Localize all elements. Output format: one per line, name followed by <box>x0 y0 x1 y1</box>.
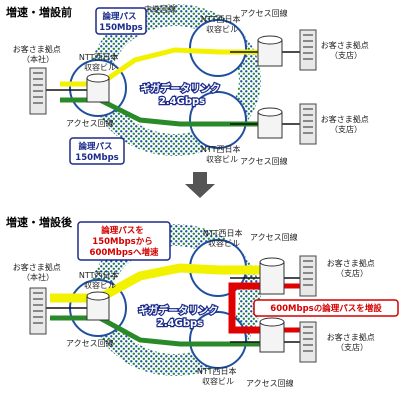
access-left-label-after: アクセス回線 <box>66 338 114 348</box>
branch-top-label: お客さま拠点 （支店） <box>321 40 372 60</box>
svg-text:論理パス 150Mbps: 論理パス 150Mbps <box>99 11 142 33</box>
section-before: 増速・増設前 <box>6 4 372 166</box>
ntt-left-label: NTT西日本 収容ビル <box>79 52 121 72</box>
building-branch-bottom-after <box>299 321 317 363</box>
ring-label: ギガデータリンク 2.4Gbps <box>140 82 223 107</box>
branch-bottom-label-after: お客さま拠点 （支店） <box>327 332 378 352</box>
relay-line-label: 中継回線 <box>144 4 176 14</box>
branch-top-label-after: お客さま拠点 （支店） <box>327 258 378 278</box>
access-bottom-label-after: アクセス回線 <box>246 378 294 388</box>
before-title: 増速・増設前 <box>6 5 72 19</box>
building-branch-top-after <box>299 255 317 297</box>
ring-label-after: ギガデータリンク 2.4Gbps <box>138 304 221 329</box>
router-top <box>257 35 283 67</box>
after-title: 増速・増設後 <box>6 215 73 229</box>
building-hq-after <box>29 287 47 335</box>
router-left <box>86 73 110 103</box>
building-hq <box>29 67 47 115</box>
hq-label: お客さま拠点 （本社） <box>13 44 64 64</box>
svg-text:論理パスを 150Mbpsから: 論理パスを 150Mbpsから 600Mbpsへ増速 <box>90 225 159 258</box>
router-bottom <box>257 107 283 139</box>
branch-bottom-label: お客さま拠点 （支店） <box>321 114 372 134</box>
speed-up-callout: 論理パスを 150Mbpsから 600Mbpsへ増速 <box>77 221 171 261</box>
ntt-bubble-bottom <box>189 91 247 149</box>
router-top-after <box>259 257 285 295</box>
access-bottom-label: アクセス回線 <box>240 156 288 166</box>
router-bottom-after <box>259 317 285 353</box>
section-after: 増速・増設後 <box>6 215 399 388</box>
logical-path-red-new <box>228 282 262 334</box>
ntt-bottom-label-after: NTT西日本 収容ビル <box>197 366 239 386</box>
hq-label-after: お客さま拠点 （本社） <box>13 262 64 282</box>
access-top-label: アクセス回線 <box>240 8 288 18</box>
add-path-callout: 600Mbpsの論理パスを増設 <box>253 299 399 317</box>
ntt-bottom-label: NTT西日本 収容ビル <box>201 144 243 164</box>
router-left-after <box>86 291 110 321</box>
ntt-left-label-after: NTT西日本 収容ビル <box>79 270 121 290</box>
svg-text:論理パス 150Mbps: 論理パス 150Mbps <box>75 141 118 163</box>
transition-arrow <box>185 172 215 198</box>
ntt-top-label-after: NTT西日本 収容ビル <box>203 228 245 248</box>
logical-path-callout-bottom: 論理パス 150Mbps <box>69 137 125 165</box>
building-branch-bottom <box>299 103 317 145</box>
access-left-label: アクセス回線 <box>66 118 114 128</box>
ntt-top-label: NTT西日本 収容ビル <box>201 14 243 34</box>
access-top-label-after: アクセス回線 <box>250 232 298 242</box>
logical-path-callout-top: 論理パス 150Mbps <box>95 7 147 35</box>
svg-text:600Mbpsの論理パスを増設: 600Mbpsの論理パスを増設 <box>270 303 382 314</box>
building-branch-top <box>299 29 317 71</box>
ntt-bubble-top <box>189 19 247 77</box>
